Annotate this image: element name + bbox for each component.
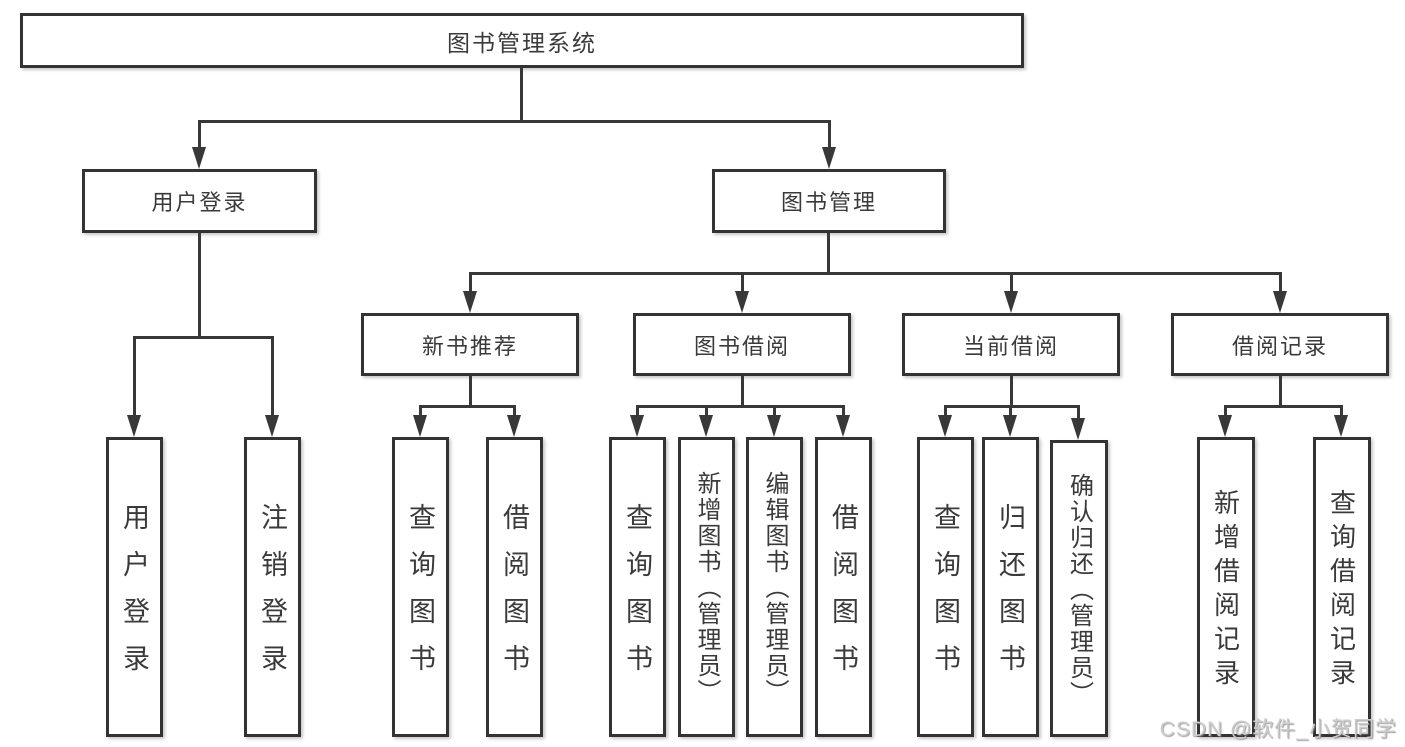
connector-current-stem bbox=[1009, 405, 1012, 419]
leaf-label: 查询图书 bbox=[622, 503, 652, 691]
connector-current-stem bbox=[944, 405, 947, 419]
arrowhead bbox=[463, 291, 477, 313]
connector-userlogin-hline bbox=[133, 336, 274, 339]
node-label: 新书推荐 bbox=[421, 333, 518, 359]
connector-bookmgmt-hline bbox=[469, 272, 1282, 275]
connector-borrow-stem bbox=[705, 405, 708, 419]
connector-bookmgmt-stem bbox=[741, 272, 744, 293]
arrowhead bbox=[1004, 291, 1018, 313]
leaf-label: 新增图书（管理员） bbox=[693, 471, 720, 705]
leaf-label: 确认归还（管理员） bbox=[1065, 472, 1093, 707]
connector-newbook-stub bbox=[469, 376, 472, 408]
connector-userlogin-stem bbox=[133, 336, 136, 417]
node-label: 图书管理 bbox=[780, 190, 877, 215]
connector-bookmgmt-stub bbox=[827, 233, 830, 275]
arrowhead bbox=[699, 415, 713, 437]
arrowhead bbox=[630, 415, 644, 437]
leaf-logout-login: 注销登录 bbox=[244, 437, 301, 737]
connector-root-stub bbox=[520, 68, 523, 123]
arrowhead bbox=[767, 415, 781, 437]
arrowhead bbox=[836, 415, 850, 437]
leaf-label: 归还图书 bbox=[995, 503, 1025, 691]
leaf-label: 用户登录 bbox=[119, 503, 149, 691]
leaf-label: 借阅图书 bbox=[499, 503, 529, 691]
leaf-label: 新增借阅记录 bbox=[1210, 489, 1241, 693]
watermark: CSDN @软件_小贺同学 bbox=[1159, 718, 1397, 741]
node-book-management: 图书管理 bbox=[712, 169, 946, 233]
node-user-login: 用户登录 bbox=[82, 169, 317, 233]
leaf-query-borrow-record: 查询借阅记录 bbox=[1313, 437, 1371, 737]
connector-root-right-stem bbox=[828, 120, 831, 149]
node-book-borrowing: 图书借阅 bbox=[633, 313, 851, 376]
arrowhead bbox=[735, 291, 749, 313]
leaf-label: 查询图书 bbox=[405, 503, 435, 691]
connector-borrow-stem bbox=[773, 405, 776, 419]
arrowhead bbox=[1003, 415, 1017, 437]
connector-userlogin-stem bbox=[271, 336, 274, 417]
leaf-query-books-borrowing: 查询图书 bbox=[609, 437, 666, 737]
leaf-label: 查询借阅记录 bbox=[1326, 489, 1357, 693]
connector-root-hline bbox=[198, 120, 831, 123]
node-current-borrowing: 当前借阅 bbox=[902, 313, 1120, 376]
connector-borrow-stub bbox=[741, 376, 744, 408]
leaf-label: 借阅图书 bbox=[828, 503, 858, 691]
connector-records-stem bbox=[1224, 405, 1227, 419]
connector-borrow-stem bbox=[842, 405, 845, 419]
leaf-query-books-recommend: 查询图书 bbox=[392, 437, 449, 737]
leaf-add-borrow-record: 新增借阅记录 bbox=[1197, 437, 1255, 737]
arrowhead bbox=[1218, 415, 1232, 437]
connector-borrow-stem bbox=[636, 405, 639, 419]
connector-current-hline bbox=[944, 405, 1080, 408]
connector-userlogin-stub bbox=[198, 233, 201, 339]
connector-root-left-stem bbox=[198, 120, 201, 149]
node-label: 用户登录 bbox=[151, 190, 248, 215]
connector-newbook-stem bbox=[513, 405, 516, 419]
arrowhead bbox=[822, 147, 836, 169]
connector-newbook-hline bbox=[419, 405, 516, 408]
arrowhead bbox=[938, 415, 952, 437]
arrowhead bbox=[507, 415, 521, 437]
connector-records-hline bbox=[1224, 405, 1343, 408]
node-borrowing-records: 借阅记录 bbox=[1171, 313, 1389, 376]
connector-current-stem bbox=[1077, 405, 1080, 421]
leaf-add-book-admin: 新增图书（管理员） bbox=[678, 437, 735, 737]
leaf-borrow-books-recommend: 借阅图书 bbox=[486, 437, 543, 737]
node-library-system: 图书管理系统 bbox=[20, 13, 1024, 68]
arrowhead bbox=[1334, 415, 1348, 437]
connector-current-stub bbox=[1010, 376, 1013, 408]
connector-bookmgmt-stem bbox=[469, 272, 472, 293]
arrowhead bbox=[265, 415, 279, 437]
leaf-label: 编辑图书（管理员） bbox=[761, 471, 788, 705]
arrowhead bbox=[413, 415, 427, 437]
connector-records-stub bbox=[1279, 376, 1282, 408]
leaf-return-books: 归还图书 bbox=[982, 437, 1039, 737]
connector-bookmgmt-stem bbox=[1010, 272, 1013, 293]
node-label: 图书管理系统 bbox=[447, 29, 597, 56]
arrowhead bbox=[192, 147, 206, 169]
connector-records-stem bbox=[1340, 405, 1343, 419]
leaf-edit-book-admin: 编辑图书（管理员） bbox=[746, 437, 803, 737]
leaf-borrow-books-borrowing: 借阅图书 bbox=[815, 437, 872, 737]
connector-borrow-hline bbox=[636, 405, 845, 408]
leaf-label: 查询图书 bbox=[930, 503, 960, 691]
node-label: 借阅记录 bbox=[1231, 333, 1328, 359]
node-label: 图书借阅 bbox=[693, 333, 790, 359]
leaf-label: 注销登录 bbox=[257, 503, 287, 691]
arrowhead bbox=[1273, 291, 1287, 313]
arrowhead bbox=[127, 415, 141, 437]
leaf-query-books-current: 查询图书 bbox=[917, 437, 974, 737]
node-new-book-recommendation: 新书推荐 bbox=[361, 313, 579, 376]
connector-bookmgmt-stem bbox=[1279, 272, 1282, 293]
leaf-user-login: 用户登录 bbox=[106, 437, 163, 737]
connector-newbook-stem bbox=[419, 405, 422, 419]
arrowhead bbox=[1071, 418, 1085, 440]
leaf-confirm-return-admin: 确认归还（管理员） bbox=[1050, 440, 1108, 737]
node-label: 当前借阅 bbox=[962, 333, 1059, 359]
